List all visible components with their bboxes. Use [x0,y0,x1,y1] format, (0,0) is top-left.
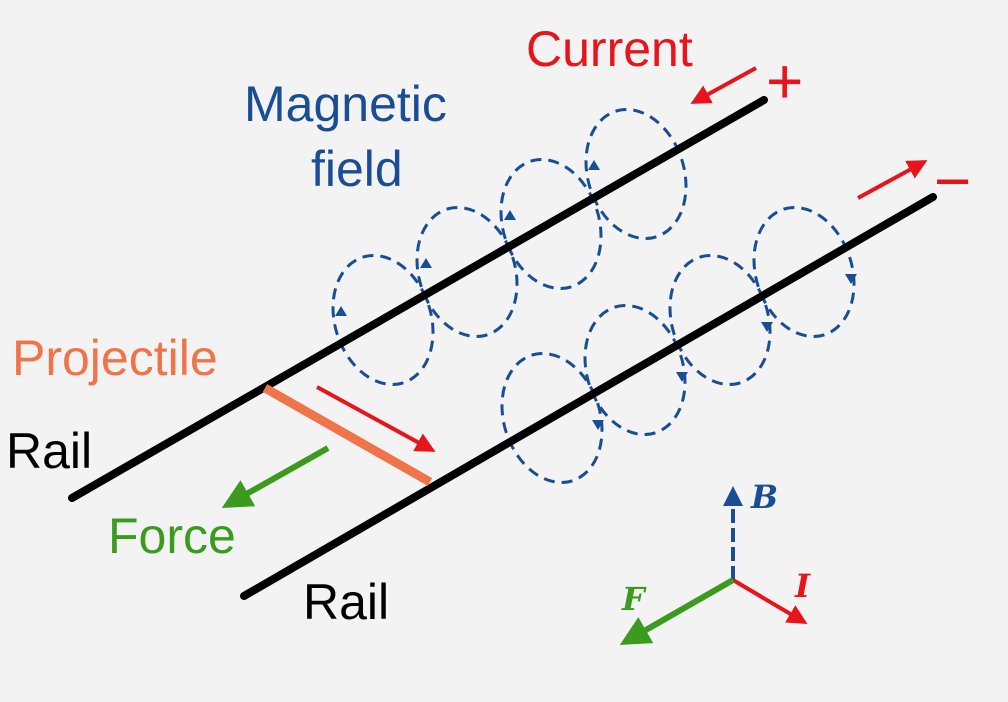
current-arrow-projectile [316,385,436,452]
b-axis-label: B [750,478,778,516]
rail-label-top: Rail [6,423,92,479]
field-loop [584,108,688,240]
projectile-bar [262,384,433,486]
magnetic-field-label-line2: field [311,141,403,197]
f-axis-arrow [619,577,735,645]
f-axis-label: F [621,580,647,618]
axis-triad [619,486,808,645]
i-axis-label: I [794,567,811,605]
top-rail [68,96,768,502]
bottom-rail [240,193,937,600]
magnetic-field-loops-bottom-rail [500,206,856,484]
force-arrow [221,445,330,508]
field-loop [583,304,687,436]
projectile-label: Projectile [12,330,218,386]
rail-label-bottom: Rail [303,574,389,630]
field-direction-marks [335,160,857,430]
minus-sign: − [934,145,971,217]
current-label: Current [526,21,693,77]
field-loop [415,206,519,338]
magnetic-field-label-line1: Magnetic [244,76,447,132]
field-loop [668,254,772,386]
plus-sign: + [766,45,803,117]
field-loop [752,206,856,338]
field-loop [331,254,435,386]
magnetic-field-loops-top-rail [331,108,688,386]
field-loop [500,352,604,484]
force-label: Force [108,508,236,564]
current-arrow-in [690,66,757,104]
field-loop [499,158,603,290]
current-arrow-out [857,160,928,200]
i-axis-arrow [731,578,808,625]
